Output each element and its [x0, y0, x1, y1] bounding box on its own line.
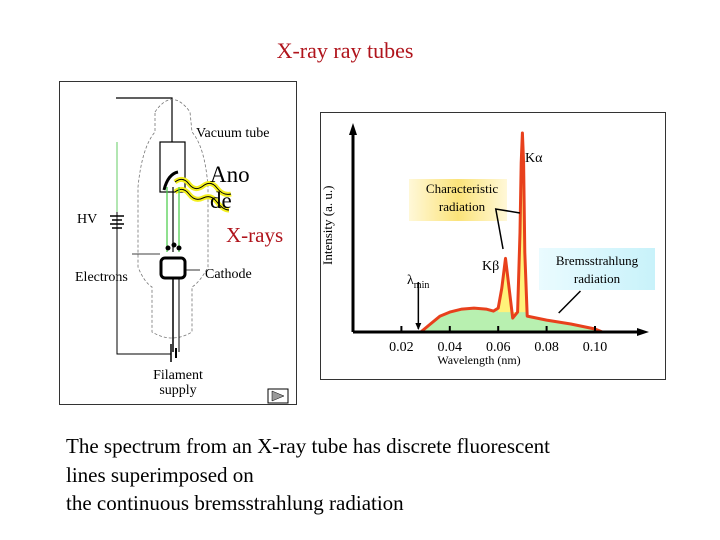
label-anode-1: Ano [210, 162, 250, 187]
label-k-beta: Kβ [482, 259, 500, 274]
cathode [159, 256, 187, 280]
spectrum-chart: 0.02 0.04 0.06 0.08 0.10 Intensity (a. u.) W… [320, 112, 666, 380]
label-filament-2: supply [159, 383, 197, 398]
electron-beams [166, 187, 180, 252]
label-filament-1: Filament [153, 368, 203, 383]
filament-battery-icon [170, 344, 177, 362]
hv-battery-icon [110, 215, 124, 229]
label-brems-2: radiation [573, 271, 621, 286]
chart-plot: 0.02 0.04 0.06 0.08 0.10 [349, 123, 649, 355]
characteristic-highlight [409, 179, 507, 221]
caption-line-3: the continuous bremsstrahlung radiation [66, 491, 404, 515]
brems-highlight [539, 248, 655, 290]
play-triangle-icon[interactable] [267, 388, 289, 404]
tube-drawing [110, 97, 289, 404]
label-characteristic-1: Characteristic [425, 181, 499, 196]
x-tick-label: 0.10 [583, 340, 608, 355]
anode [159, 141, 186, 193]
spectrum-curve [419, 131, 603, 334]
caption-line-1: The spectrum from an X-ray tube has disc… [66, 434, 550, 458]
label-vacuum-tube: Vacuum tube [196, 126, 270, 141]
y-axis-arrow [349, 123, 357, 135]
slide-title: X-ray ray tubes [276, 38, 414, 63]
label-xrays: X-rays [226, 223, 284, 247]
label-lambda-min: λmin [407, 273, 429, 291]
label-characteristic-2: radiation [438, 199, 486, 214]
caption-line-2: lines superimposed on [66, 462, 254, 487]
label-brems-1: Bremsstrahlung [555, 253, 639, 268]
label-cathode: Cathode [205, 267, 252, 282]
xray-waves [173, 176, 232, 213]
caption: The spectrum from an X-ray tube has disc… [66, 432, 686, 518]
brems-pointer [558, 290, 582, 314]
x-tick-label: 0.02 [389, 340, 414, 355]
x-axis-label: Wavelength (nm) [437, 353, 521, 367]
label-k-alpha: Kα [525, 151, 543, 166]
x-tick-label: 0.04 [438, 340, 463, 355]
anode-target [162, 170, 179, 191]
x-tick-label: 0.06 [486, 340, 511, 355]
characteristic-pointer [494, 208, 521, 250]
x-axis-arrow [637, 328, 649, 336]
electrons-dots [165, 242, 182, 251]
vacuum-tube-outline [137, 99, 209, 339]
x-tick-label: 0.08 [534, 340, 559, 355]
lambda-subscript: min [413, 279, 430, 291]
label-anode-2: de [210, 188, 232, 213]
label-hv: HV [77, 212, 98, 227]
anode-wire [116, 97, 173, 142]
lambda-min-arrowhead [415, 323, 422, 330]
label-electrons: Electrons [75, 270, 128, 285]
lambda-symbol: λ [407, 273, 414, 288]
hv-wire [116, 142, 171, 355]
xray-tube-diagram: Vacuum tube Ano de X-rays HV Electrons C… [59, 81, 297, 405]
y-axis-label: Intensity (a. u.) [320, 185, 335, 265]
